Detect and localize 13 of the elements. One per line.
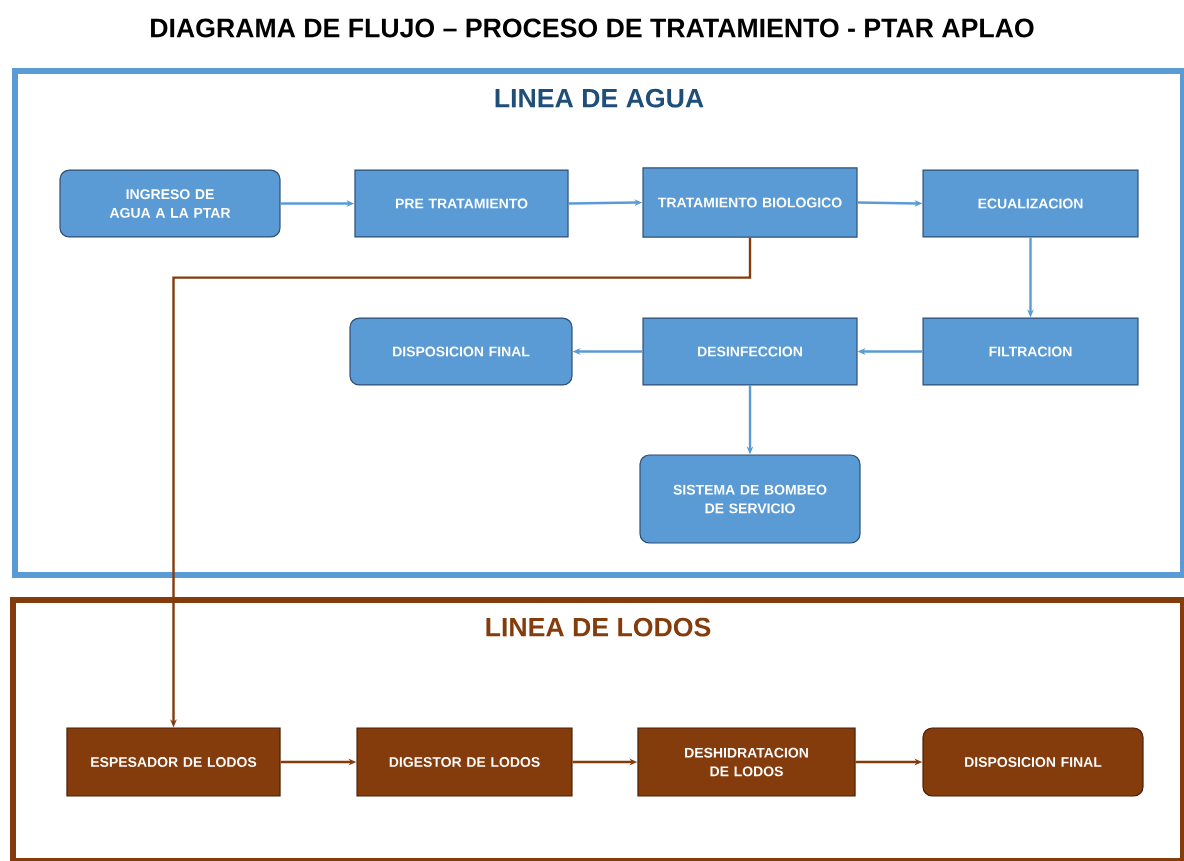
process-box: TRATAMIENTO BIOLOGICO	[642, 167, 858, 238]
process-box: DIGESTOR DE LODOS	[356, 727, 573, 797]
terminal-box: INGRESO DE AGUA A LA PTAR	[59, 169, 281, 238]
terminal-box: DISPOSICION FINAL	[349, 317, 573, 386]
process-box: PRE TRATAMIENTO	[354, 169, 569, 238]
terminal-box: DISPOSICION FINAL	[922, 727, 1144, 797]
terminal-box: SISTEMA DE BOMBEO DE SERVICIO	[639, 454, 861, 544]
process-box: FILTRACION	[922, 317, 1139, 386]
process-box: ECUALIZACION	[922, 169, 1139, 238]
process-box: DESINFECCION	[642, 317, 858, 386]
process-box: ESPESADOR DE LODOS	[66, 727, 281, 797]
process-box: DESHIDRATACION DE LODOS	[637, 727, 856, 797]
title: DIAGRAMA DE FLUJO – PROCESO DE TRATAMIENTO - PTAR APLAO	[151, 18, 1034, 38]
